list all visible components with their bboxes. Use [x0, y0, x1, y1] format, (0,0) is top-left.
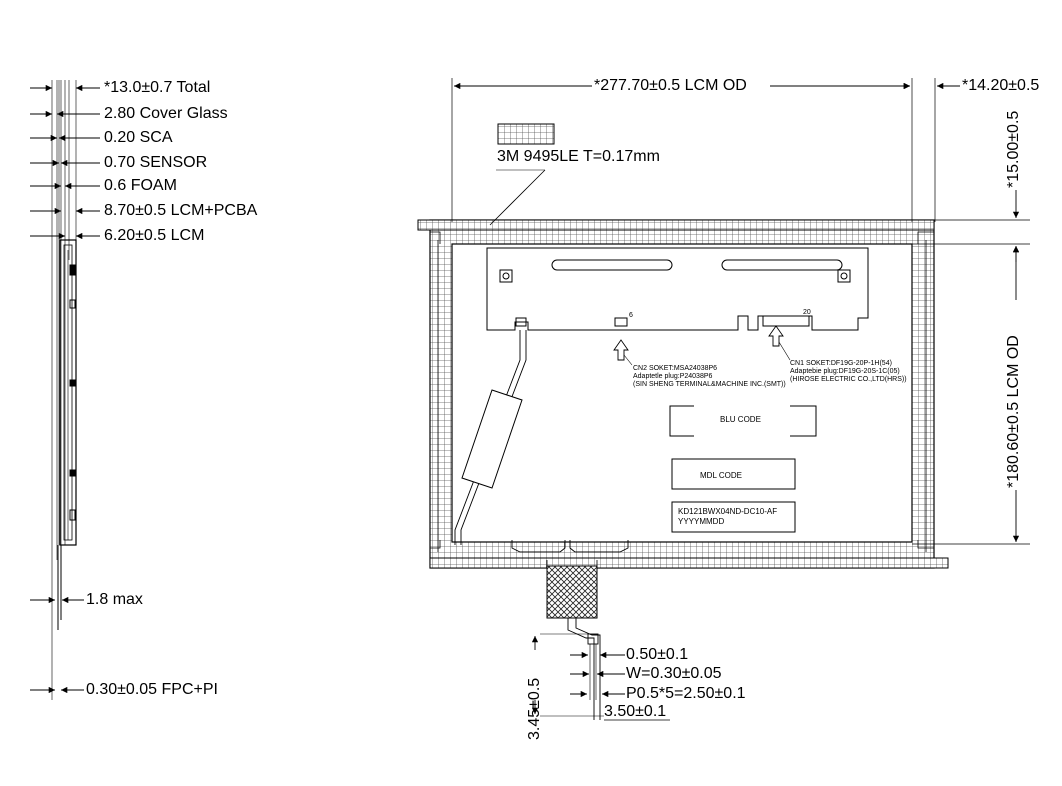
cn1-pin-label: 20: [803, 309, 811, 316]
dim-cover-glass: 2.80 Cover Glass: [104, 105, 228, 122]
cn1-note-line3: (HIROSE ELECTRIC CO.,LTD(HRS)): [790, 376, 907, 383]
cn2-note-line3: (SIN SHENG TERMINAL&MACHINE INC.(SMT)): [633, 381, 786, 388]
cn1-note-line1: CN1 SOKET:DF19G-20P-1H(54): [790, 360, 892, 367]
model-date: YYYYMMDD: [678, 517, 725, 526]
dim-lcm-width: *277.70±0.5 LCM OD: [594, 77, 747, 94]
dim-fpc-max: 1.8 max: [86, 591, 143, 608]
dim-fpc-pi: 0.30±0.05 FPC+PI: [86, 681, 218, 698]
dim-total: *13.0±0.7 Total: [104, 79, 211, 96]
tape-note: 3M 9495LE T=0.17mm: [497, 148, 660, 165]
cn2-note-line1: CN2 SOKET:MSA24038P6: [633, 365, 718, 372]
mdl-code-label: MDL CODE: [700, 471, 742, 480]
blu-code-label: BLU CODE: [720, 415, 761, 424]
dim-sca: 0.20 SCA: [104, 129, 173, 146]
cn2-pin-label: 6: [629, 312, 633, 319]
dim-lcm-height: *180.60±0.5 LCM OD: [1005, 335, 1022, 488]
dim-fpc-pitch: P0.5*5=2.50±0.1: [626, 685, 746, 702]
model-number: KD121BWX04ND-DC10-AF: [678, 507, 778, 516]
dim-fpc-length: 3.45±0.5: [526, 677, 543, 740]
dim-sensor: 0.70 SENSOR: [104, 154, 208, 171]
dim-foam: 0.6 FOAM: [104, 177, 177, 194]
dim-fpc-width: W=0.30±0.05: [626, 665, 722, 682]
side-view: [30, 80, 100, 700]
dim-right-offset: *14.20±0.5: [962, 77, 1040, 94]
dim-fpc-gap: 0.50±0.1: [626, 646, 689, 663]
dim-fpc-total: 3.50±0.1: [604, 703, 667, 720]
fpc-dimensions: [531, 633, 670, 721]
dim-top-offset: *15.00±0.5: [1005, 110, 1022, 188]
dim-lcm-pcba: 8.70±0.5 LCM+PCBA: [104, 202, 258, 219]
dim-lcm: 6.20±0.5 LCM: [104, 227, 205, 244]
cn2-note-line2: Adaptetle plug:P24038P6: [633, 373, 713, 380]
front-view: [417, 123, 949, 720]
cn1-note-line2: Adaptebie plug:DF19G-20S-1C(05): [790, 368, 900, 375]
front-dimensions: [451, 78, 1030, 545]
